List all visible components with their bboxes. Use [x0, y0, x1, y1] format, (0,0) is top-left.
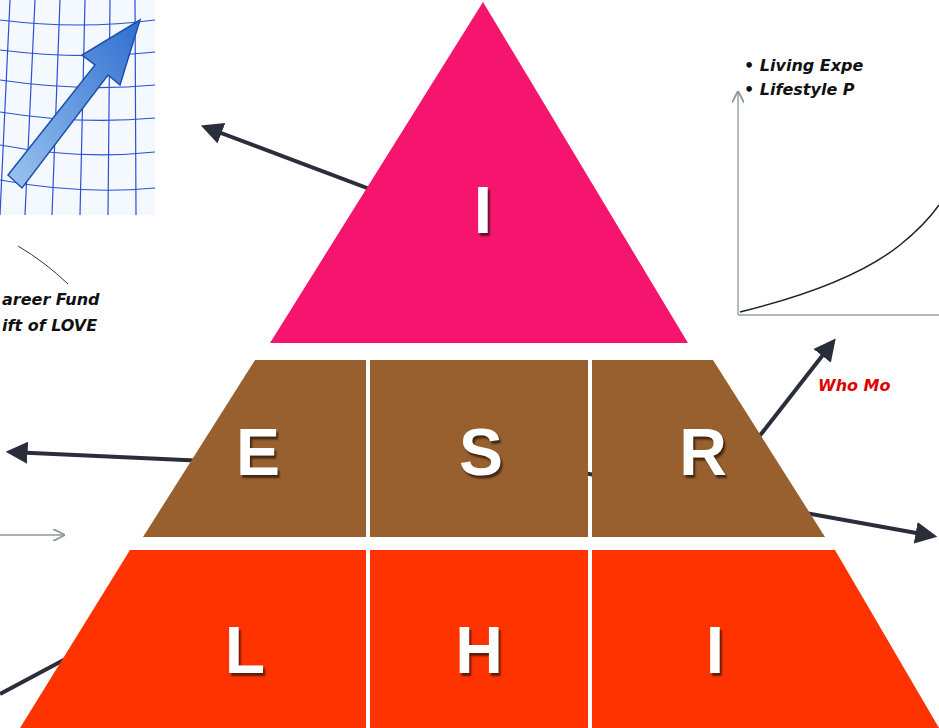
expense-chart: [738, 92, 939, 315]
grey-arrow: [0, 534, 64, 536]
shape-fill: [20, 550, 366, 728]
note-text: ift of LOVE: [2, 316, 97, 335]
shape-outline: [270, 2, 688, 343]
tier-letter: R: [679, 419, 727, 485]
note-text: areer Fund: [2, 290, 99, 309]
shape-outline: [20, 550, 366, 728]
note-text: Who Mo: [818, 376, 891, 395]
tier-letter: I: [474, 177, 492, 243]
tier-letter: I: [706, 617, 724, 683]
shape-fill: [592, 360, 825, 537]
leader-line: [18, 246, 68, 284]
base-cell: H: [370, 550, 588, 728]
shape-fill: [592, 550, 939, 728]
shape-fill: [370, 360, 588, 537]
tier-letter: S: [459, 419, 503, 485]
top-tier: I: [270, 2, 688, 343]
shape-outline: [592, 550, 939, 728]
tier-cell: R: [592, 360, 825, 537]
shape-fill: [270, 2, 688, 343]
tier-cell: S: [370, 360, 588, 537]
growth-chart-picture: [0, 0, 155, 215]
base-cell: I: [592, 550, 939, 728]
note-text: • Lifestyle P: [744, 80, 855, 99]
base-cell: L: [20, 550, 366, 728]
tier-letter: H: [455, 617, 503, 683]
tier-letter: L: [225, 617, 265, 683]
shape-fill: [370, 550, 588, 728]
tier-cell: E: [143, 360, 366, 537]
shape-fill: [143, 360, 366, 537]
note-text: • Living Expe: [744, 56, 863, 75]
tier-letter: E: [236, 419, 280, 485]
